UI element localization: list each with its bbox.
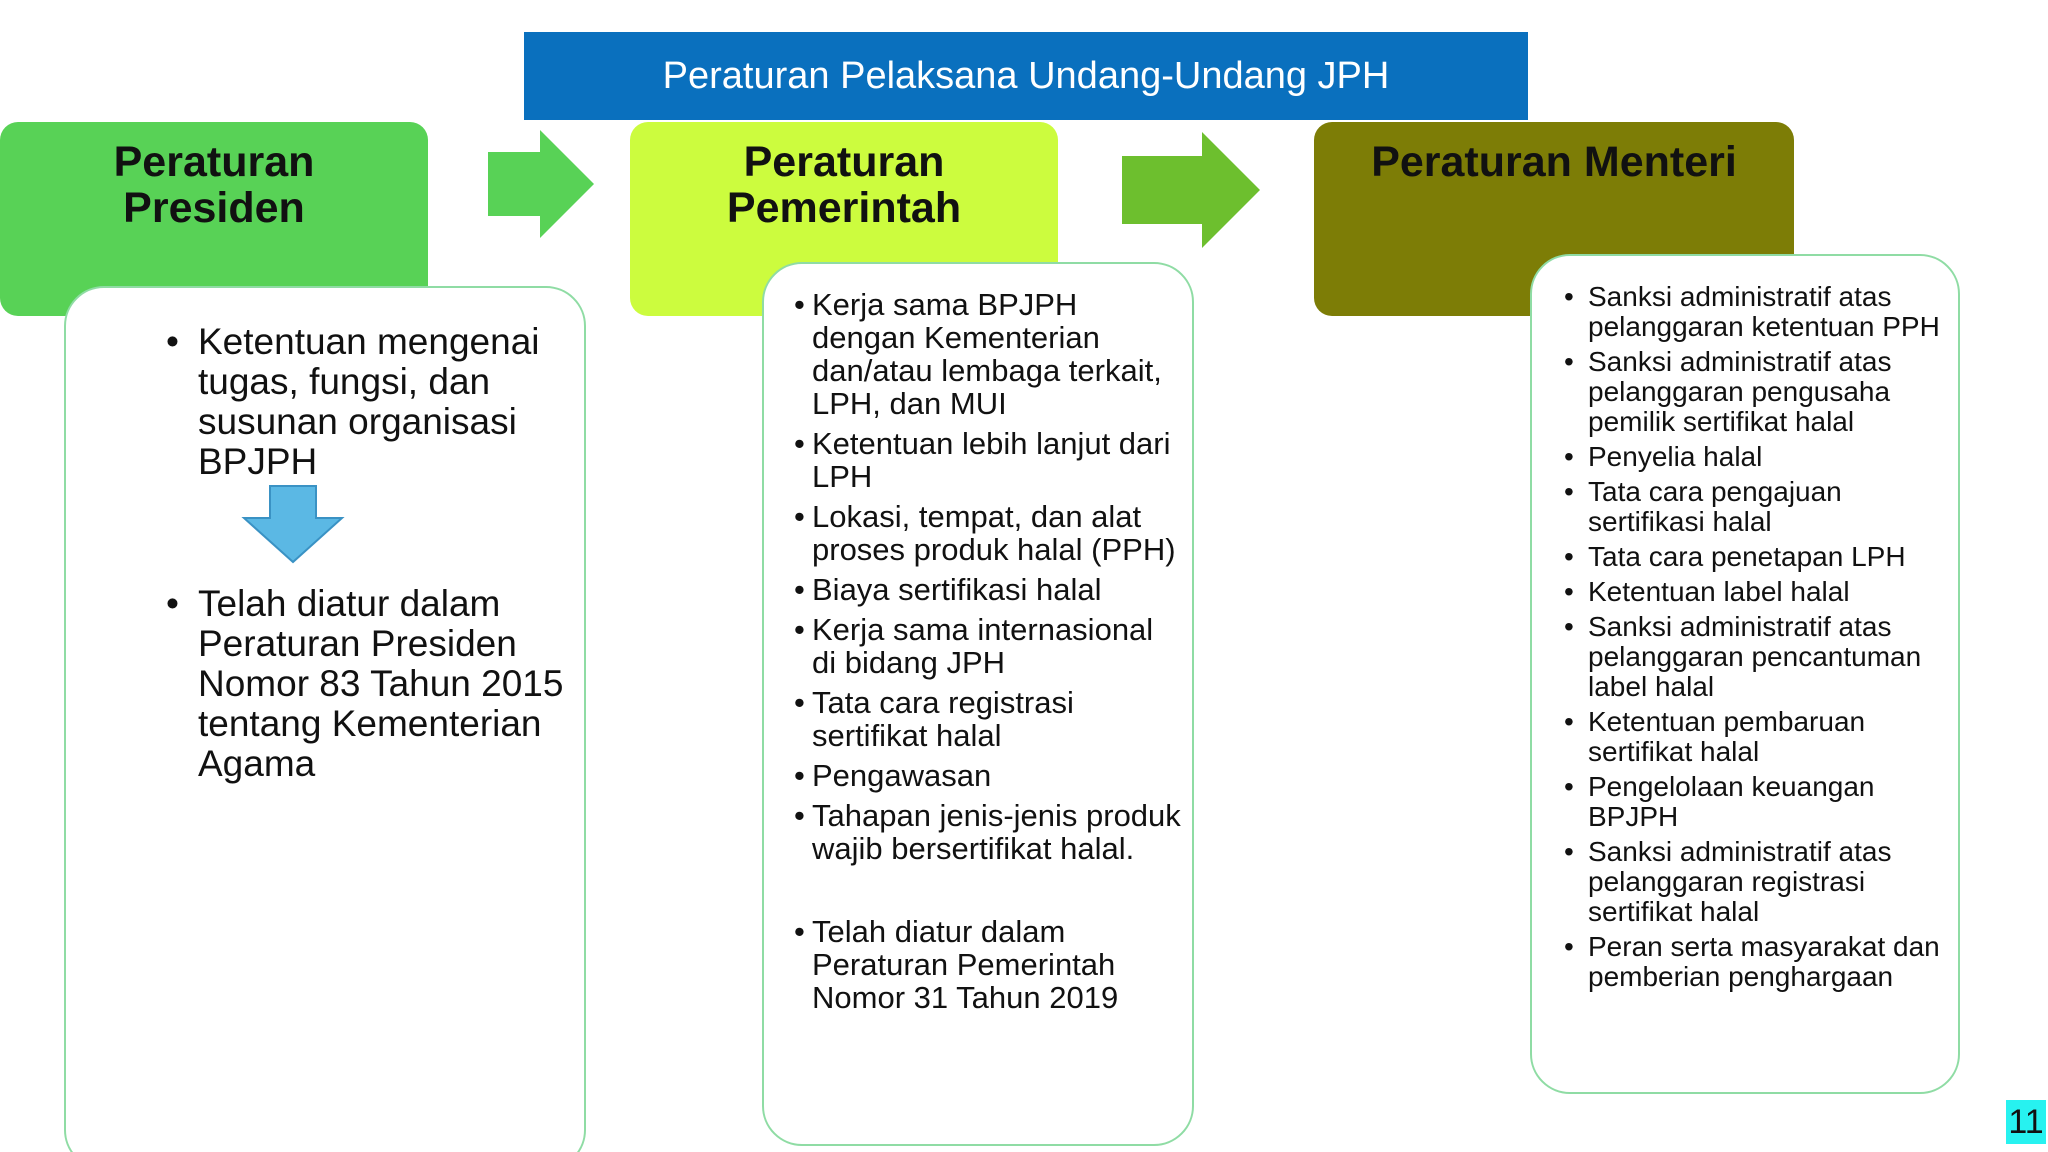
menteri-list: Sanksi administratif atas pelanggaran ke… (1560, 282, 1960, 997)
list-item: Sanksi administratif atas pelanggaran ke… (1560, 282, 1960, 342)
header-line: Peraturan (113, 138, 315, 186)
header-peraturan-presiden: Peraturan Presiden (0, 122, 428, 316)
list-item: Ketentuan mengenai tugas, fungsi, dan su… (134, 322, 574, 482)
list-item: Ketentuan label halal (1560, 577, 1960, 608)
list-item: Pengawasan (794, 759, 1184, 792)
list-item: Penyelia halal (1560, 442, 1960, 473)
list-item: Ketentuan pembaruan sertifikat halal (1560, 707, 1960, 767)
list-item: Sanksi administratif atas pelanggaran re… (1560, 837, 1960, 927)
pemerintah-list: Kerja sama BPJPH dengan Kementerian dan/… (794, 288, 1184, 1021)
list-item: Telah diatur dalam Peraturan Presiden No… (134, 584, 574, 784)
list-item: Lokasi, tempat, dan alat proses produk h… (794, 500, 1184, 566)
presiden-list-bottom: Telah diatur dalam Peraturan Presiden No… (134, 584, 574, 784)
card-peraturan-menteri: Sanksi administratif atas pelanggaran ke… (1530, 254, 1960, 1094)
header-peraturan-menteri: Peraturan Menteri (1314, 122, 1794, 316)
list-item: Sanksi administratif atas pelanggaran pe… (1560, 612, 1960, 702)
list-item: Pengelolaan keuangan BPJPH (1560, 772, 1960, 832)
header-line: Presiden (123, 183, 305, 232)
banner-title-text: Peraturan Pelaksana Undang-Undang JPH (662, 54, 1390, 97)
card-peraturan-presiden: Ketentuan mengenai tugas, fungsi, dan su… (64, 286, 586, 1152)
list-item: Tata cara registrasi sertifikat halal (794, 686, 1184, 752)
card-peraturan-pemerintah: Kerja sama BPJPH dengan Kementerian dan/… (762, 262, 1194, 1146)
list-item: Kerja sama BPJPH dengan Kementerian dan/… (794, 288, 1184, 420)
list-item: Telah diatur dalam Peraturan Pemerintah … (794, 915, 1184, 1014)
right-arrow-icon (1122, 132, 1260, 248)
list-item: Ketentuan lebih lanjut dari LPH (794, 427, 1184, 493)
list-item: Peran serta masyarakat dan pemberian pen… (1560, 932, 1960, 992)
page-number: 11 (2006, 1100, 2046, 1144)
list-item: Tahapan jenis-jenis produk wajib bersert… (794, 799, 1184, 865)
list-item: Sanksi administratif atas pelanggaran pe… (1560, 347, 1960, 437)
down-arrow-icon (241, 485, 345, 564)
list-item: Tata cara pengajuan sertifikasi halal (1560, 477, 1960, 537)
presiden-list-top: Ketentuan mengenai tugas, fungsi, dan su… (134, 322, 574, 482)
list-item: Biaya sertifikasi halal (794, 573, 1184, 606)
header-line: Pemerintah (726, 183, 962, 232)
right-arrow-icon (488, 130, 594, 238)
banner-title: Peraturan Pelaksana Undang-Undang JPH (524, 32, 1528, 120)
header-line: Peraturan Menteri (1371, 138, 1737, 186)
header-line: Peraturan (743, 138, 945, 186)
list-item: Tata cara penetapan LPH (1560, 542, 1960, 573)
list-item: Kerja sama internasional di bidang JPH (794, 613, 1184, 679)
